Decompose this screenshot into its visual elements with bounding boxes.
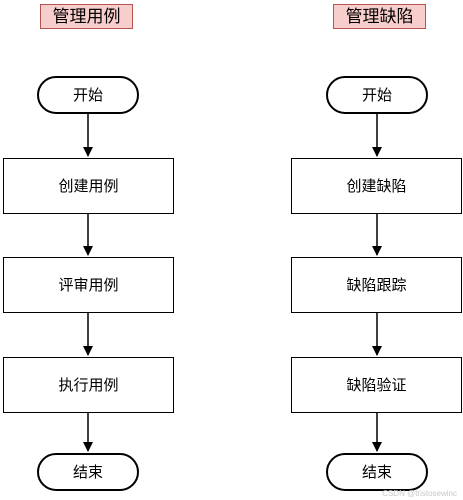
left-step-2: 评审用例 [3,257,174,313]
right-step-2: 缺陷跟踪 [291,257,462,313]
left-flow-title: 管理用例 [40,4,133,29]
left-step-1: 创建用例 [3,158,174,214]
right-start-node: 开始 [326,76,428,114]
right-end-node: 结束 [326,453,428,491]
left-step-3: 执行用例 [3,357,174,413]
right-step-3: 缺陷验证 [291,357,462,413]
left-start-node: 开始 [37,76,139,114]
right-step-1: 创建缺陷 [291,158,462,214]
right-flow-title: 管理缺陷 [333,4,426,29]
watermark-text: CSDN @tristosewinc [382,489,457,498]
left-end-node: 结束 [37,453,139,491]
